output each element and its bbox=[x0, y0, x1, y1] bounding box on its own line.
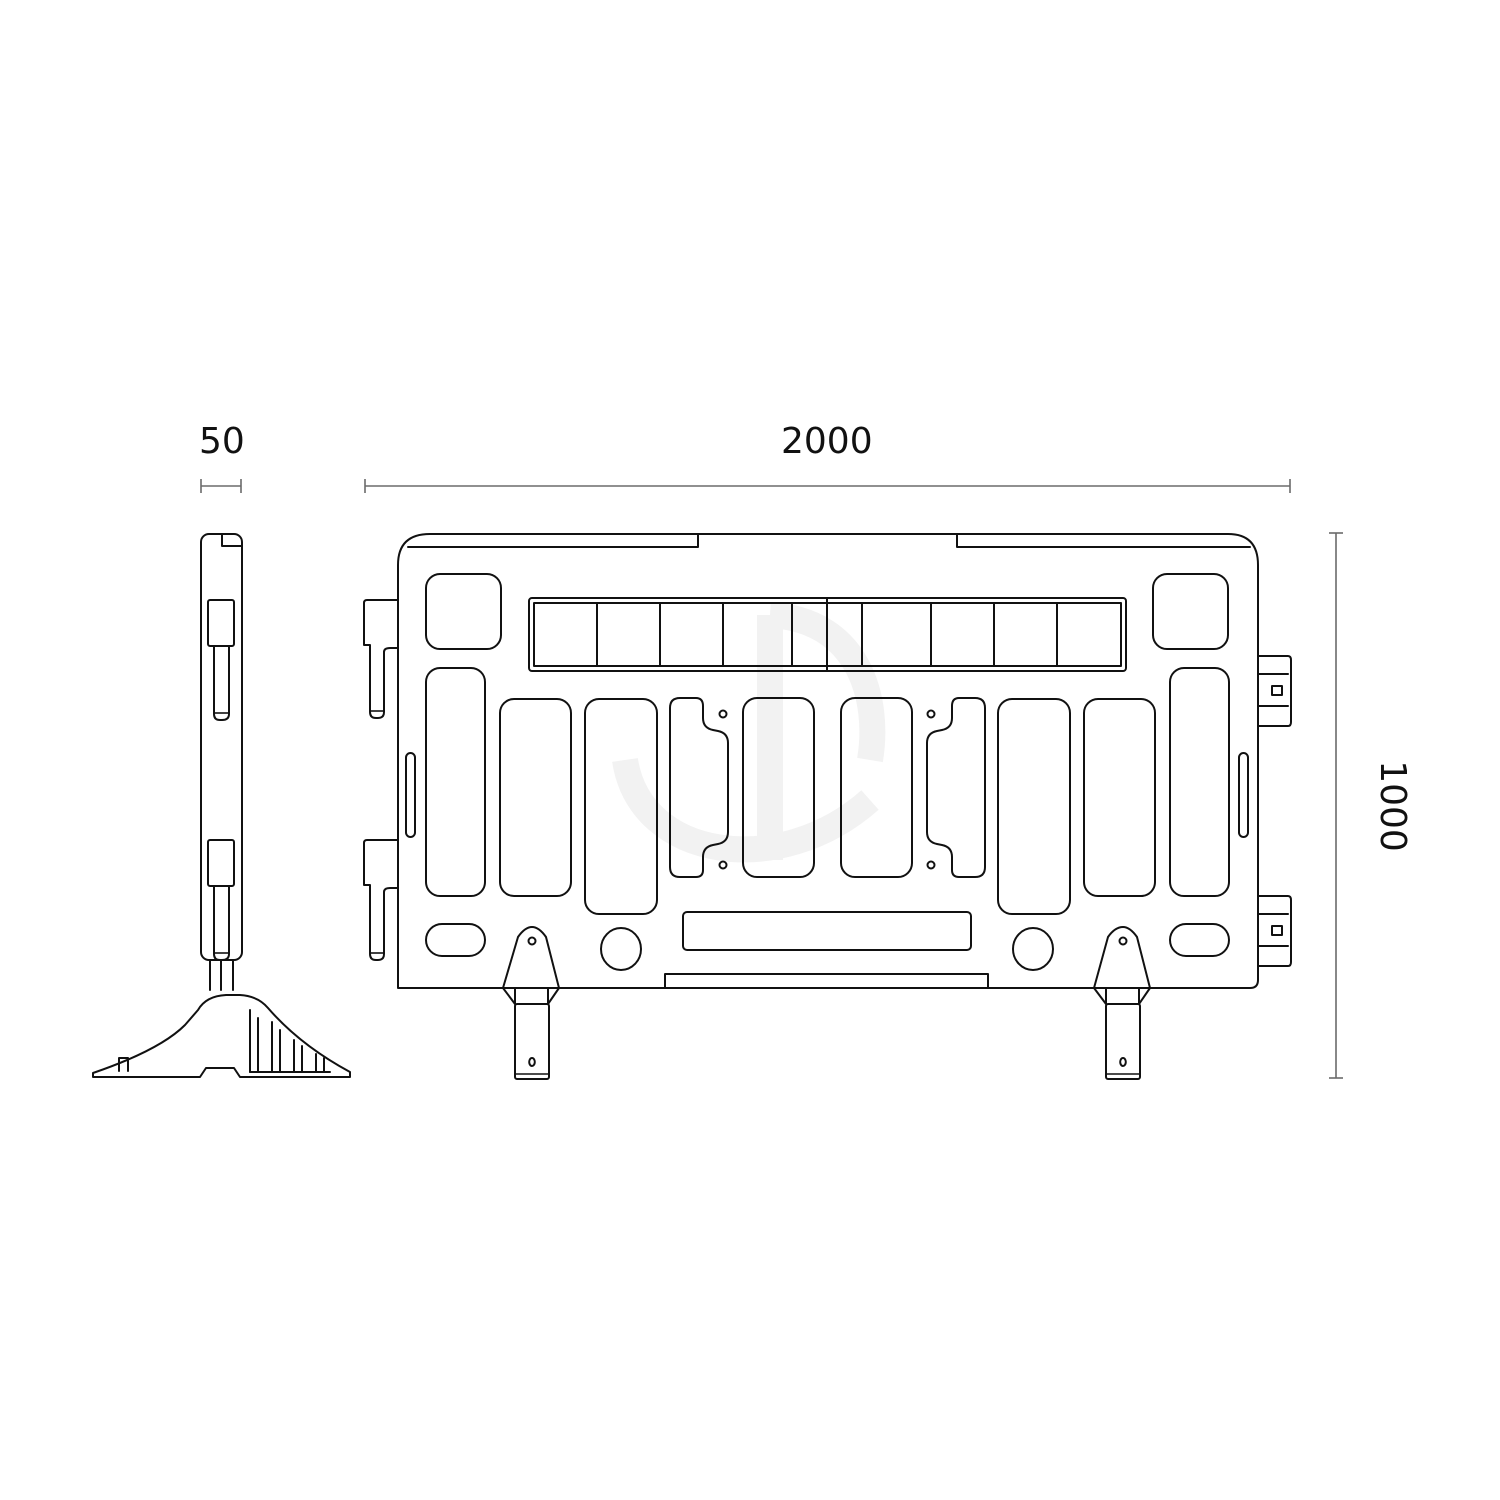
dimension-height bbox=[1329, 532, 1343, 1079]
dimension-height-label: 1000 bbox=[1372, 760, 1413, 852]
front-view bbox=[363, 533, 1292, 1080]
side-view bbox=[92, 533, 351, 1078]
right-connector-top bbox=[1257, 655, 1292, 727]
right-connector-bottom bbox=[1257, 895, 1292, 967]
dimension-width-label: 2000 bbox=[781, 421, 873, 462]
sign-panel bbox=[528, 597, 1127, 672]
dimension-depth-label: 50 bbox=[199, 421, 245, 462]
left-connector-top bbox=[363, 599, 399, 719]
left-foot bbox=[502, 926, 560, 1080]
left-connector-bottom bbox=[363, 839, 399, 961]
dimension-depth bbox=[200, 479, 242, 493]
right-foot bbox=[1093, 926, 1151, 1080]
watermark-logo-icon bbox=[612, 602, 886, 863]
dimension-width bbox=[364, 479, 1291, 493]
